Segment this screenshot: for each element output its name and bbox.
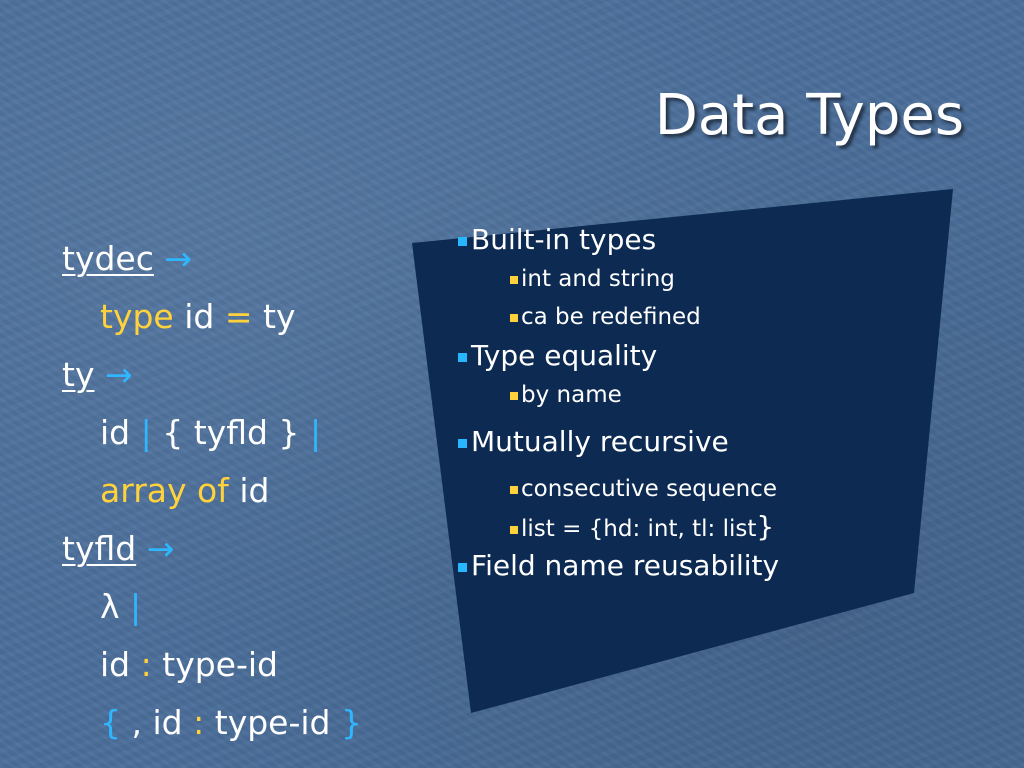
sub-bullet-item: ca be redefined [458, 298, 898, 336]
bullet-square-icon [458, 353, 467, 362]
ty-token: ty [263, 297, 296, 336]
tydec-nonterminal: tydec [62, 239, 154, 278]
bullet-square-icon [458, 439, 467, 448]
grammar-line-lambda: λ | [62, 578, 362, 636]
slide-title: Data Types [654, 83, 964, 148]
ty-nonterminal: ty [62, 355, 95, 394]
colon-token: : [140, 645, 152, 684]
lambda-token: λ [100, 587, 120, 626]
grammar-line-ty-alternatives: id | { tyfld } | [62, 404, 362, 462]
sub-bullet-square-icon [510, 276, 518, 284]
id-token: id [100, 645, 131, 684]
sub-bullet-square-icon [510, 526, 518, 534]
equals-token: = [224, 297, 253, 336]
pipe-token: | [140, 413, 152, 452]
grammar-block: tydec → type id = ty ty → id | { tyfld }… [62, 230, 362, 752]
grammar-line-tydec: tydec → [62, 230, 362, 288]
comma-token: , [131, 703, 143, 742]
grammar-line-type-decl: type id = ty [62, 288, 362, 346]
bullet-item: Field name reusability [458, 546, 898, 586]
arrow-icon: → [104, 355, 133, 394]
pipe-token: | [130, 587, 142, 626]
id-token: id [100, 413, 131, 452]
id-token: id [239, 471, 270, 510]
bullet-item: Built-in types [458, 220, 898, 260]
sub-bullet-item: by name [458, 376, 898, 414]
id-token: id [184, 297, 215, 336]
sub-bullet-square-icon [510, 486, 518, 494]
spacer [458, 414, 898, 422]
brace-open-token: { [100, 703, 121, 742]
id-token: id [152, 703, 183, 742]
array-of-keyword: array of [100, 471, 229, 510]
sub-bullet-square-icon [510, 392, 518, 400]
sub-bullet-square-icon [510, 314, 518, 322]
pipe-token: | [309, 413, 322, 452]
tyfld-nonterminal: tyfld [62, 529, 137, 568]
colon-token: : [193, 703, 205, 742]
sub-bullet-item: list = {hd: int, tl: list} [458, 508, 898, 546]
bullet-item: Type equality [458, 336, 898, 376]
bullet-square-icon [458, 237, 467, 246]
bullet-square-icon [458, 563, 467, 572]
grammar-line-field: id : type-id [62, 636, 362, 694]
grammar-line-ty: ty → [62, 346, 362, 404]
sub-bullet-item: consecutive sequence [458, 470, 898, 508]
arrow-icon: → [146, 529, 175, 568]
grammar-line-array: array of id [62, 462, 362, 520]
sub-bullet-item: int and string [458, 260, 898, 298]
bullet-item: Mutually recursive [458, 422, 898, 462]
grammar-line-tyfld: tyfld → [62, 520, 362, 578]
brace-close-token: } [341, 703, 362, 742]
type-keyword: type [100, 297, 174, 336]
record-token: { tyfld } [162, 413, 300, 452]
type-id-token: type-id [162, 645, 278, 684]
grammar-line-field-repeat: { , id : type-id } [62, 694, 362, 752]
bullet-list: Built-in types int and string ca be rede… [458, 220, 898, 586]
arrow-icon: → [164, 239, 193, 278]
type-id-token: type-id [214, 703, 331, 742]
spacer [458, 462, 898, 470]
